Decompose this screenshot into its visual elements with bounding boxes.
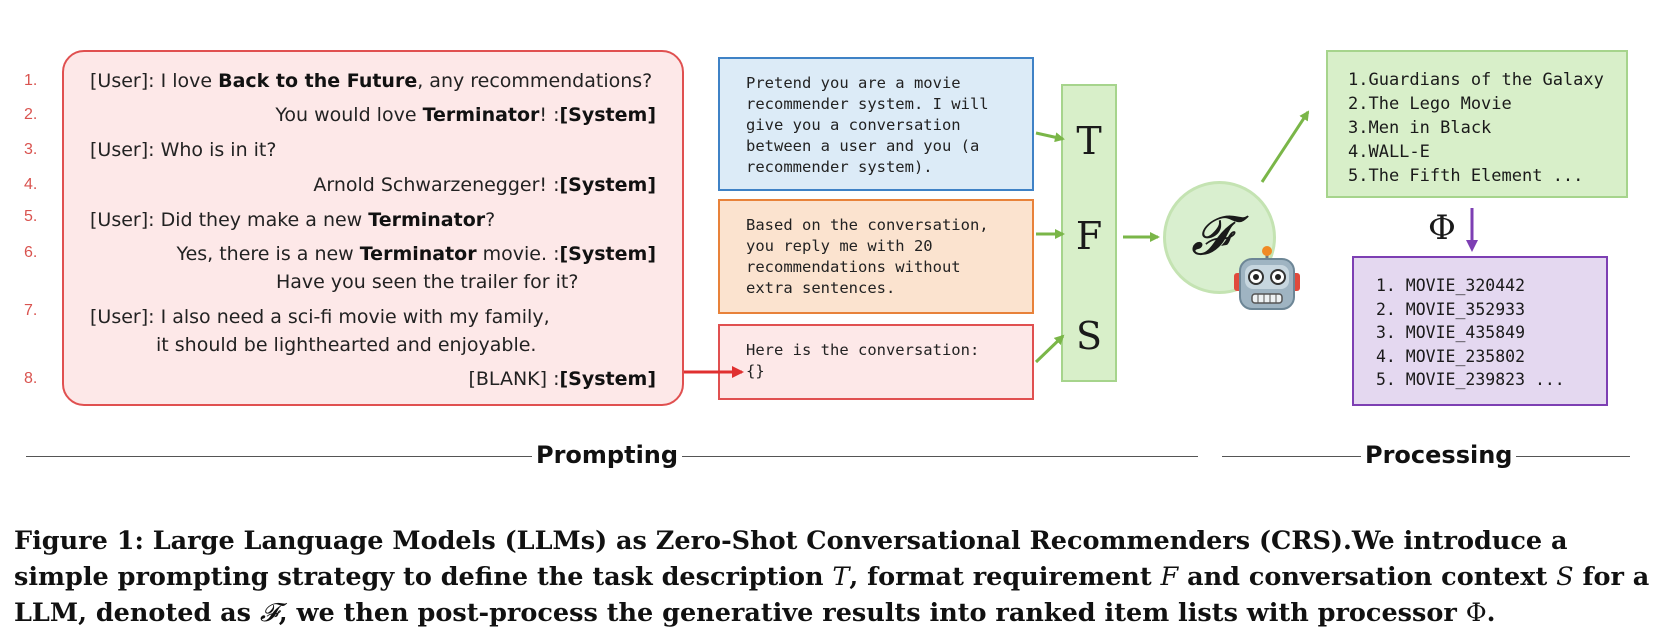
speaker-label: [User] <box>90 70 149 92</box>
arrow-s-to-tfs <box>1034 334 1065 364</box>
figure-caption: Figure 1: Large Language Models (LLMs) a… <box>14 526 1650 628</box>
line-number-5: 5. <box>24 208 38 225</box>
line-number-3: 3. <box>24 141 38 158</box>
line-number-1: 1. <box>24 72 38 89</box>
speaker-label: [User] <box>90 209 149 231</box>
arrow-llm-to-results <box>1260 110 1310 183</box>
task-description-box: Pretend you are a movie recommender syst… <box>718 57 1034 191</box>
speaker-label: [User] <box>90 139 149 161</box>
utterance-text: ? <box>485 209 496 231</box>
line-number-8: 8. <box>24 370 38 387</box>
conversation-line: Yes, there is a new Terminator movie. :[… <box>176 243 656 265</box>
utterance-text: You would love <box>275 104 423 126</box>
utterance-text: it should be lighthearted and enjoyable. <box>156 334 537 356</box>
utterance-text: Terminator <box>368 209 486 231</box>
utterance-text: Arnold Schwarzenegger! : <box>313 174 560 196</box>
speaker-label: [System] <box>559 243 656 265</box>
processor-symbol: Φ <box>1428 208 1456 248</box>
conversation-line: You would love Terminator! :[System] <box>275 104 656 126</box>
line-number-7: 7. <box>24 302 38 319</box>
speaker-label: [System] <box>559 174 656 196</box>
line-number-6: 6. <box>24 244 38 261</box>
tfs-letter-f: F <box>1075 214 1103 258</box>
conversation-context-box: Here is the conversation: {} <box>718 324 1034 400</box>
utterance-text: Terminator <box>359 243 477 265</box>
format-requirement-box: Based on the conversation, you reply me … <box>718 199 1034 314</box>
tfs-letter-s: S <box>1075 314 1103 358</box>
utterance-text: : I love <box>148 70 219 92</box>
prompting-label: Prompting <box>532 441 683 469</box>
conversation-line: [BLANK] :[System] <box>468 368 656 390</box>
conversation-line: Have you seen the trailer for it? <box>276 271 578 293</box>
utterance-text: movie. : <box>476 243 560 265</box>
tfs-letter-t: T <box>1076 119 1102 163</box>
speaker-label: [System] <box>559 368 656 390</box>
utterance-text: Back to the Future <box>218 70 418 92</box>
utterance-text: Yes, there is a new <box>176 243 360 265</box>
conversation-line: [User]: Did they make a new Terminator? <box>90 209 495 231</box>
conversation-box: [User]: I love Back to the Future, any r… <box>62 50 684 406</box>
utterance-text: ! : <box>539 104 560 126</box>
conversation-line: [User]: I love Back to the Future, any r… <box>90 70 652 92</box>
line-number-2: 2. <box>24 106 38 123</box>
robot-icon <box>1234 246 1300 310</box>
recommendation-results-box: 1.Guardians of the Galaxy 2.The Lego Mov… <box>1326 50 1628 198</box>
utterance-text: [BLANK] : <box>468 368 560 390</box>
conversation-line: [User]: Who is in it? <box>90 139 276 161</box>
line-number-4: 4. <box>24 176 38 193</box>
arrow-t-to-tfs <box>1035 131 1065 143</box>
conversation-line: Arnold Schwarzenegger! :[System] <box>313 174 656 196</box>
utterance-text: Terminator <box>422 104 540 126</box>
utterance-text: : Did they make a new <box>148 209 369 231</box>
speaker-label: [System] <box>559 104 656 126</box>
tfs-column: T F S <box>1061 84 1117 382</box>
utterance-text: Have you seen the trailer for it? <box>276 271 579 293</box>
conversation-line: it should be lighthearted and enjoyable. <box>156 334 536 356</box>
ranked-item-ids-box: 1. MOVIE_320442 2. MOVIE_352933 3. MOVIE… <box>1352 256 1608 406</box>
utterance-text: , any recommendations? <box>417 70 653 92</box>
processing-label: Processing <box>1361 441 1517 469</box>
speaker-label: [User] <box>90 306 149 328</box>
llm-symbol: 𝓕 <box>1191 204 1231 267</box>
conversation-line: [User]: I also need a sci-fi movie with … <box>90 306 550 328</box>
utterance-text: : Who is in it? <box>148 139 277 161</box>
utterance-text: : I also need a sci-fi movie with my fam… <box>148 306 550 328</box>
